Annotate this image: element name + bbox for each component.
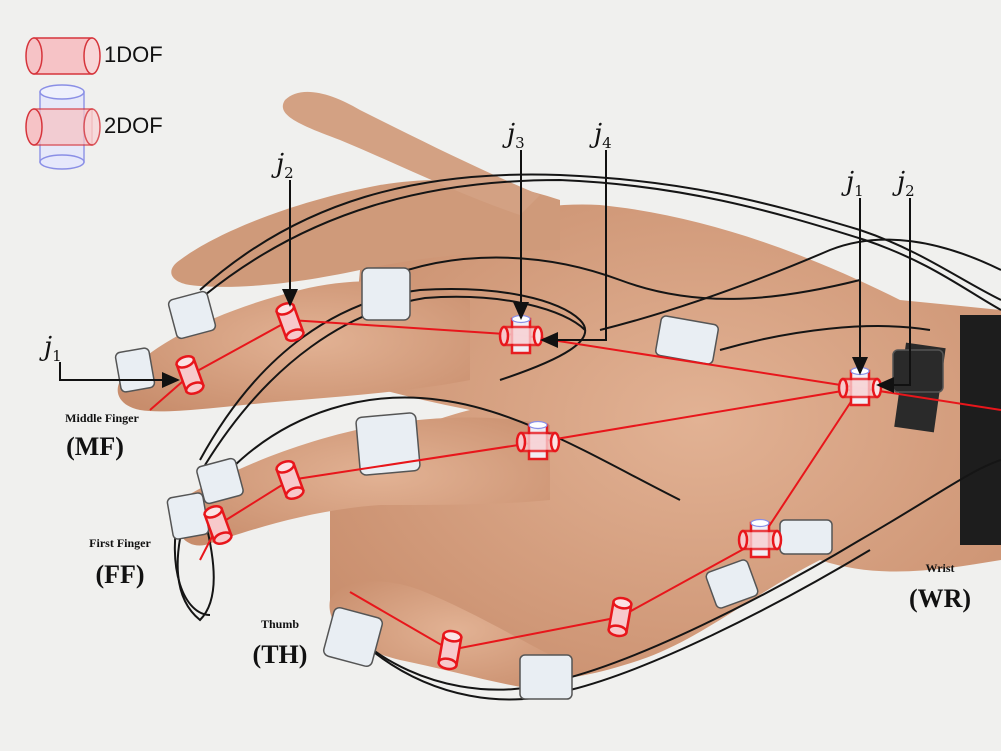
sensor-module bbox=[167, 290, 217, 340]
th-joint-j1 bbox=[437, 629, 463, 671]
legend-2dof-label: 2DOF bbox=[104, 113, 163, 138]
sensor-module bbox=[114, 347, 156, 393]
ff-joint-j2 bbox=[275, 459, 305, 501]
sensor-module bbox=[196, 457, 244, 505]
middle-finger-abbr: (MF) bbox=[66, 432, 124, 461]
sensor-module bbox=[361, 267, 411, 321]
first-finger bbox=[175, 417, 550, 546]
sensor-module bbox=[355, 412, 421, 476]
arrow-j4 bbox=[540, 150, 607, 348]
sensor-module bbox=[166, 492, 210, 540]
middle-finger-name: Middle Finger bbox=[65, 411, 139, 425]
sensor-modules bbox=[114, 267, 944, 700]
thumb-name: Thumb bbox=[260, 617, 300, 631]
joint-annotations bbox=[59, 150, 911, 393]
th-joint-j3-j4 bbox=[737, 518, 783, 559]
sensor-module bbox=[705, 559, 759, 609]
wrist-abbr: (WR) bbox=[908, 584, 972, 613]
sensor-module bbox=[322, 606, 384, 668]
mf-joint-j2 bbox=[275, 301, 305, 343]
ff-joint-j3-j4 bbox=[515, 420, 561, 461]
sensor-module bbox=[779, 519, 833, 555]
hand-palm bbox=[330, 204, 1001, 681]
first-finger-abbr: (FF) bbox=[95, 560, 145, 589]
ring-finger bbox=[171, 180, 561, 287]
arrow-wr-j2 bbox=[876, 198, 911, 393]
th-joint-j2 bbox=[607, 596, 633, 638]
mf-joint-j1 bbox=[175, 354, 205, 396]
first-finger-name: First Finger bbox=[89, 536, 151, 550]
sensor-module bbox=[519, 654, 573, 700]
ff-joint-j1 bbox=[203, 504, 233, 546]
sensor-module bbox=[892, 349, 944, 393]
legend-2dof-icon bbox=[25, 84, 101, 170]
legend bbox=[25, 37, 101, 170]
wrist-name: Wrist bbox=[925, 561, 955, 575]
thumb-abbr: (TH) bbox=[252, 640, 308, 669]
arrow-mf-j1 bbox=[59, 362, 180, 388]
legend-1dof-label: 1DOF bbox=[104, 42, 163, 67]
wrist-band bbox=[960, 315, 1001, 545]
legend-1dof-icon bbox=[25, 37, 101, 75]
